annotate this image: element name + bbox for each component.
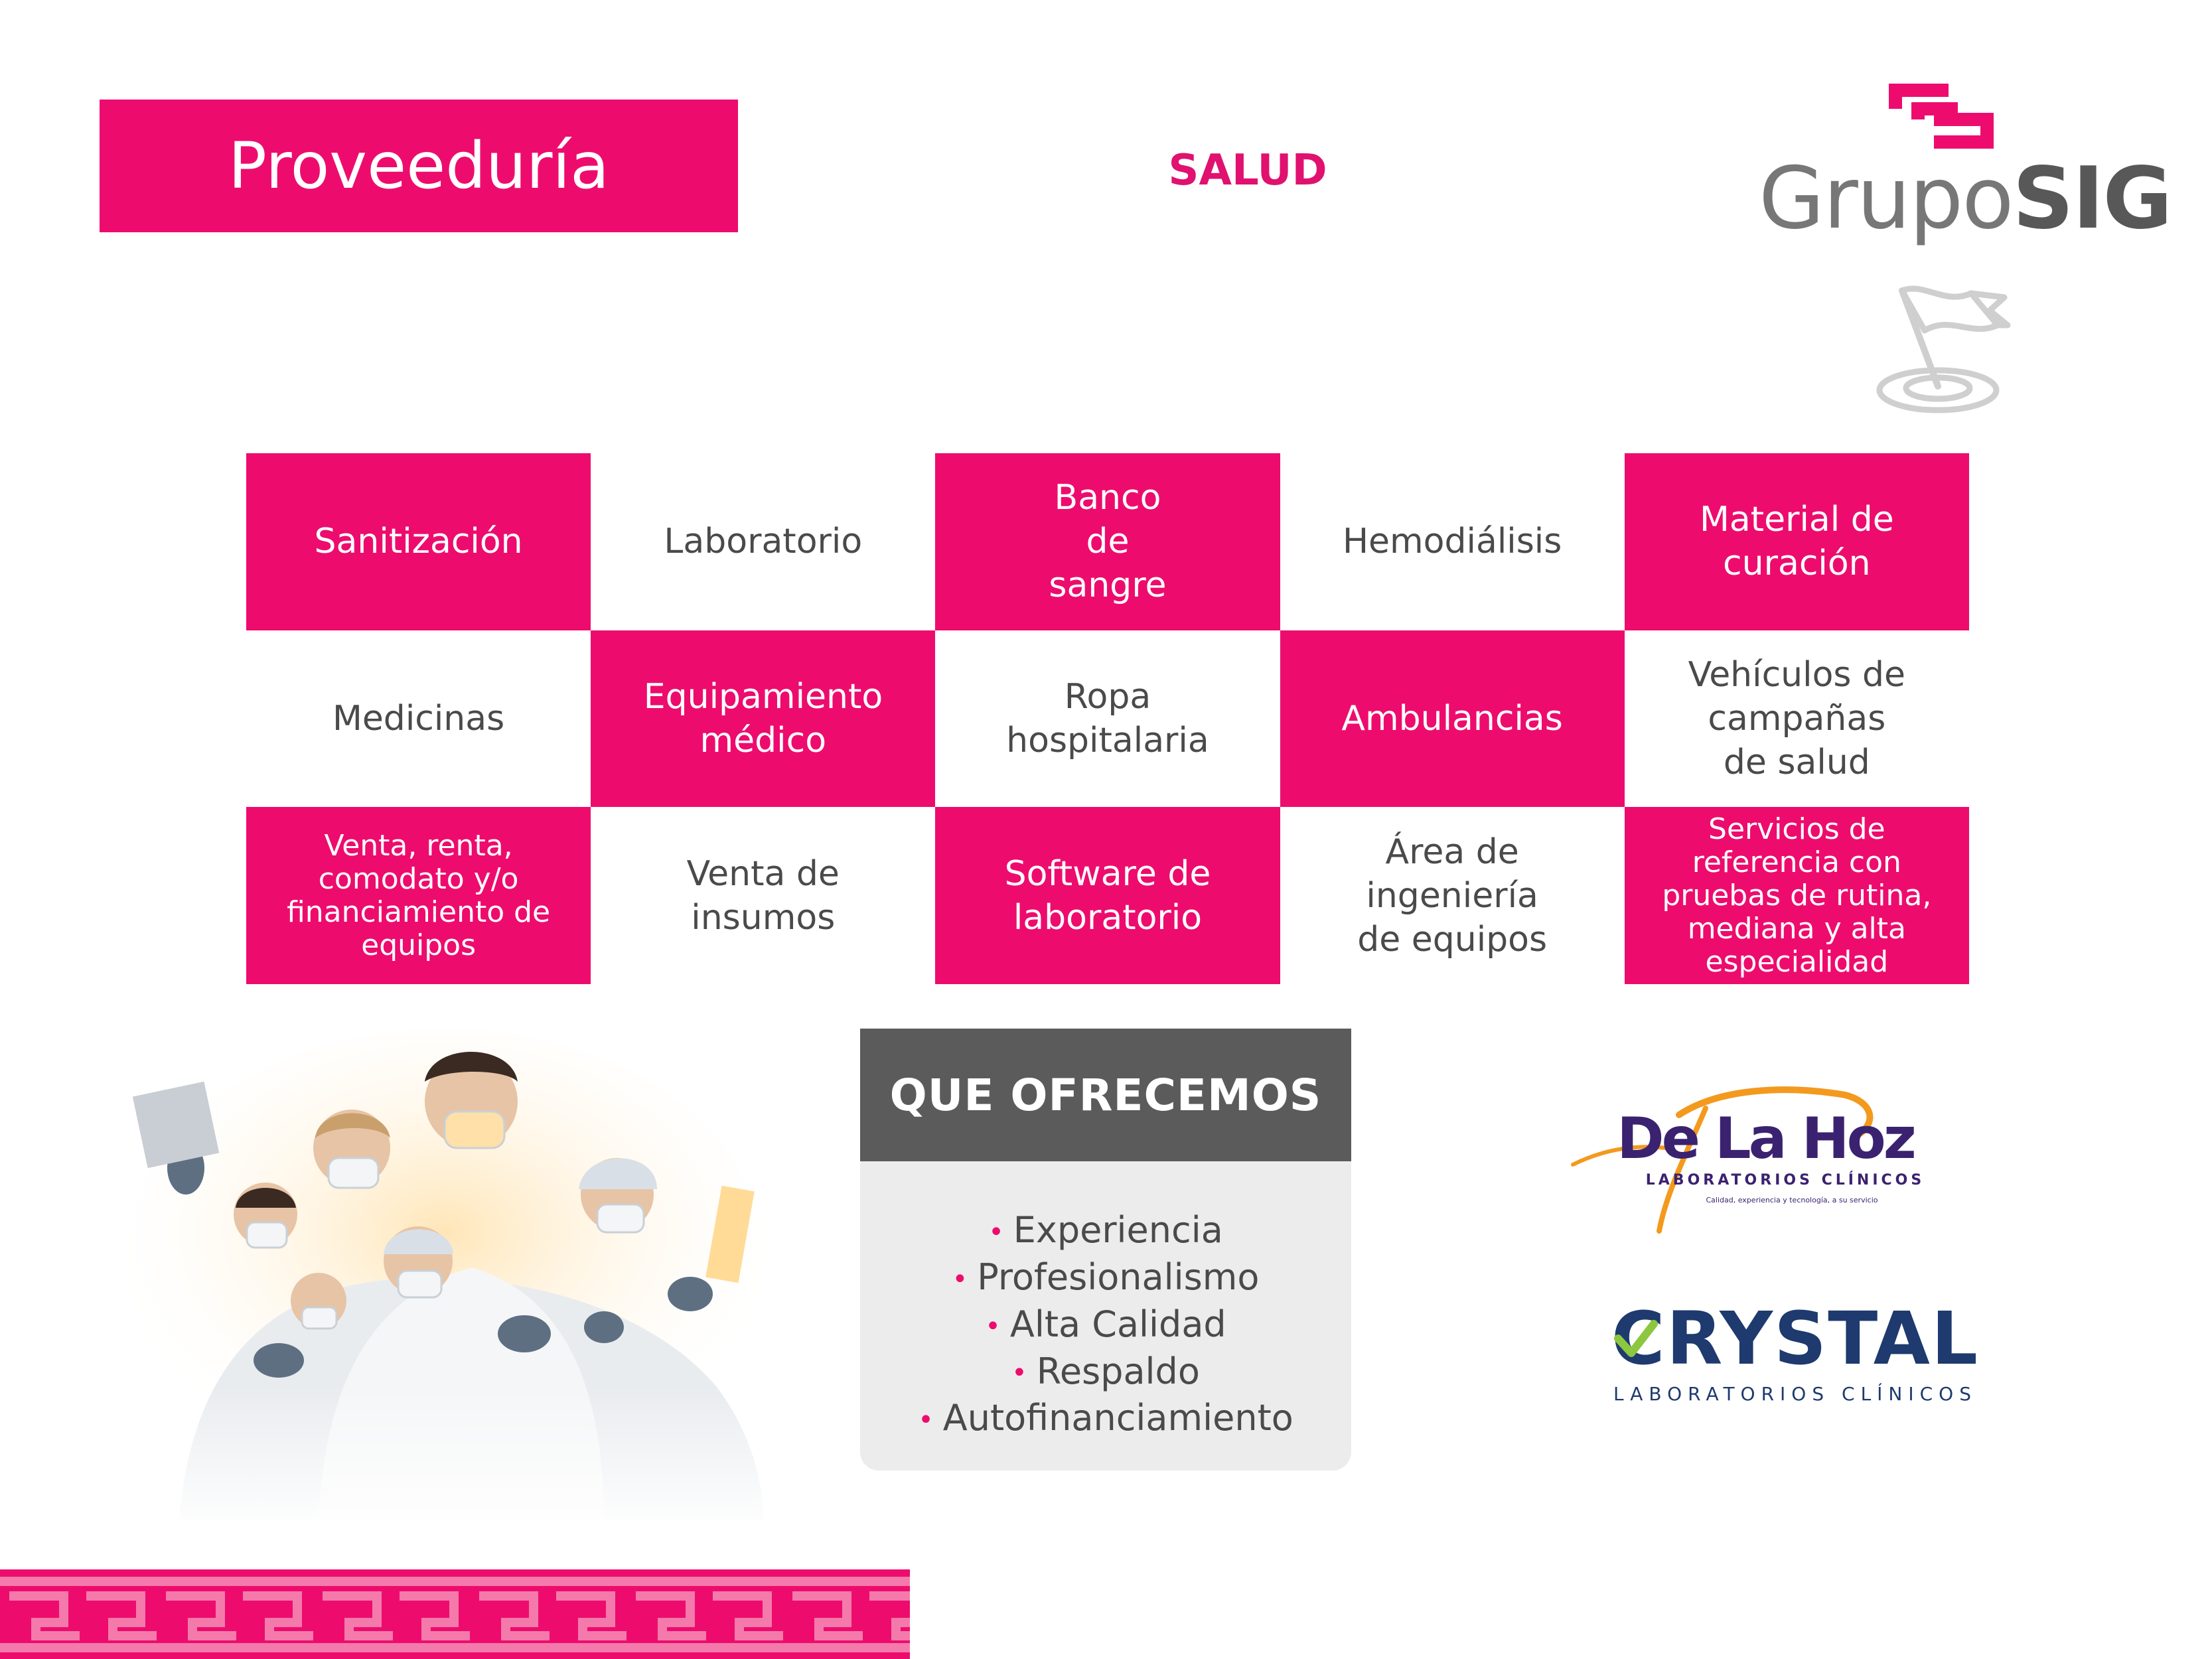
offer-item-label: Experiencia — [1013, 1209, 1223, 1251]
services-grid: Sanitización Laboratorio Banco de sangre… — [246, 453, 1969, 984]
offer-item-label: Respaldo — [1036, 1350, 1200, 1392]
offer-header: QUE OFRECEMOS — [860, 1029, 1351, 1161]
page-title-box: Proveeduría — [100, 100, 738, 232]
service-medicinas: Medicinas — [246, 630, 591, 808]
flag-target-icon — [1876, 285, 2011, 413]
service-banco-label: Banco de sangre — [1049, 478, 1167, 606]
offer-panel: • Experiencia • Profesionalismo • Alta Cali… — [860, 1161, 1351, 1471]
bullet-icon: • — [952, 1263, 968, 1295]
bullet-icon: • — [918, 1405, 934, 1436]
service-venta-insumos: Venta de insumos — [591, 807, 936, 984]
logo-brand-light: Grupo — [1759, 149, 2014, 248]
check-icon — [1614, 1320, 1658, 1357]
service-ropa-hospitalaria: Ropa hospitalaria — [935, 630, 1280, 808]
service-area-ingenieria: Área de ingeniería de equipos — [1280, 807, 1625, 984]
delahoz-subtitle: LABORATORIOS CLÍNICOS — [1646, 1171, 1925, 1189]
service-sanitizacion: Sanitización — [246, 453, 591, 630]
service-ambulancias: Ambulancias — [1280, 630, 1625, 808]
service-software-label: Software de laboratorio — [1004, 853, 1211, 938]
offer-title: QUE OFRECEMOS — [889, 1069, 1322, 1121]
service-insumos-label: Venta de insumos — [686, 853, 840, 938]
offer-item-label: Alta Calidad — [1009, 1303, 1226, 1345]
bullet-icon: • — [988, 1216, 1004, 1248]
medical-staff-photo — [100, 1029, 796, 1533]
decorative-pattern-band — [0, 1569, 910, 1659]
service-venta-renta: Venta, renta, comodato y/o financiamient… — [246, 807, 591, 984]
service-software-laboratorio: Software de laboratorio — [935, 807, 1280, 984]
offer-item: • Experiencia — [860, 1208, 1351, 1255]
service-vehiculos: Vehículos de campañas de salud — [1624, 630, 1969, 808]
delahoz-tagline: Calidad, experiencia y tecnología, a su … — [1706, 1196, 1878, 1204]
section-label: SALUD — [1168, 146, 1327, 195]
offer-item-label: Autofinanciamiento — [942, 1397, 1293, 1439]
page-title: Proveeduría — [228, 129, 609, 203]
offer-item: • Autofinanciamiento — [860, 1396, 1351, 1443]
grupo-sig-logo-icon — [1889, 84, 1994, 149]
crystal-subtitle: LABORATORIOS CLÍNICOS — [1613, 1382, 1977, 1405]
crystal-name: CRYSTAL — [1611, 1297, 1979, 1381]
offer-item: • Profesionalismo — [860, 1255, 1351, 1302]
crystal-logo: CRYSTAL LABORATORIOS CLÍNICOS — [1611, 1297, 1979, 1405]
service-ropa-label: Ropa hospitalaria — [1006, 676, 1209, 760]
service-material-label: Material de curación — [1699, 500, 1894, 584]
bullet-icon: • — [985, 1311, 1001, 1342]
logo-brand-bold: SIG — [2012, 149, 2173, 248]
offer-list: • Experiencia • Profesionalismo • Alta Cali… — [860, 1161, 1351, 1443]
delahoz-logo: De La Hoz LABORATORIOS CLÍNICOS Calidad,… — [1571, 1086, 1925, 1234]
greek-key-pattern-icon — [0, 1569, 910, 1659]
bullet-icon: • — [1011, 1358, 1027, 1389]
service-equipamiento-label: Equipamiento médico — [643, 676, 883, 760]
delahoz-name: De La Hoz — [1617, 1106, 1914, 1172]
service-material-de-curacion: Material de curación — [1624, 453, 1969, 630]
service-referencia: Servicios de referencia con pruebas de r… — [1624, 807, 1969, 984]
offer-item: • Respaldo — [860, 1349, 1351, 1396]
service-laboratorio: Laboratorio — [591, 453, 936, 630]
offer-item-label: Profesionalismo — [977, 1256, 1260, 1298]
service-vehiculos-label: Vehículos de campañas de salud — [1688, 654, 1906, 782]
grupo-sig-logo-text: GrupoSIG — [1759, 149, 2172, 248]
service-banco-de-sangre: Banco de sangre — [935, 453, 1280, 630]
service-hemodialisis: Hemodiálisis — [1280, 453, 1625, 630]
service-equipamiento-medico: Equipamiento médico — [591, 630, 936, 808]
offer-item: • Alta Calidad — [860, 1302, 1351, 1349]
service-ingenieria-label: Área de ingeniería de equipos — [1357, 831, 1548, 960]
